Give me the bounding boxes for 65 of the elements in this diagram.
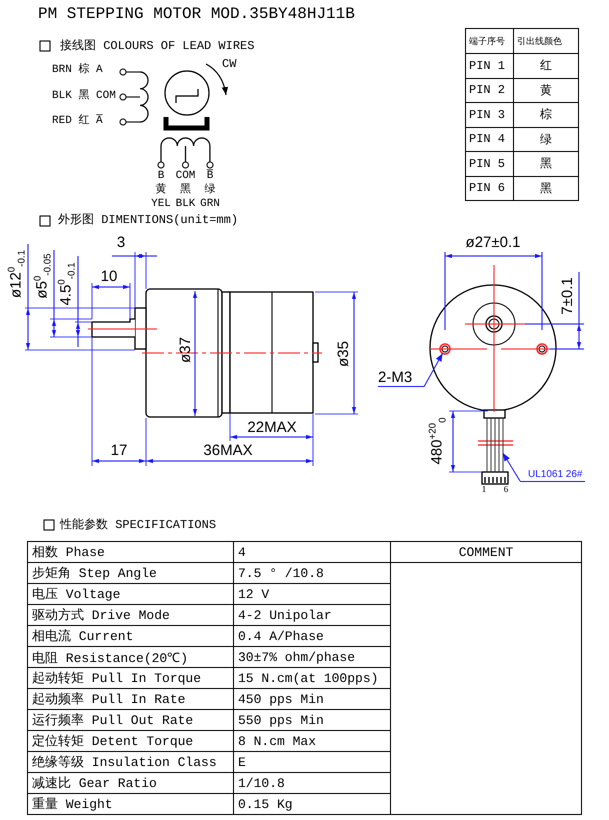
dimension-label: ø35 (336, 341, 352, 367)
leader-line (424, 352, 444, 388)
table-cell: PIN 3 (466, 102, 514, 127)
dimension-label: ø37 (178, 337, 194, 363)
table-cell: 起动频率 Pull In Rate (28, 688, 234, 710)
section-heading: 外形图 DIMENTIONS(unit=mm) (58, 214, 238, 228)
table-cell: 驱动方式 Drive Mode (28, 604, 234, 626)
table-cell: 黑 (514, 152, 578, 176)
table-cell: 相数 Phase (28, 542, 234, 562)
table-header: 端子序号 (466, 28, 514, 54)
section-heading: 接线图 COLOURS OF LEAD WIRES (60, 40, 254, 54)
leader-line (502, 452, 520, 482)
dimension-label: 7±0.1 (560, 277, 576, 315)
table-cell: 起动转矩 Pull In Torque (28, 668, 234, 688)
dimension-label: ø27±0.1 (466, 234, 520, 252)
table-cell: 步矩角 Step Angle (28, 562, 234, 584)
wire-label: B̅ (206, 170, 214, 182)
wire-label: 黑 (180, 184, 191, 196)
table-cell: PIN 4 (466, 127, 514, 152)
wire-label: BLK 黑 COM (52, 90, 116, 102)
table-cell: 相电流 Current (28, 626, 234, 646)
table-cell: PIN 1 (466, 54, 514, 78)
table-cell: PIN 2 (466, 78, 514, 102)
callout-label: 2-M3 (378, 369, 424, 388)
table-cell: 重量 Weight (28, 794, 234, 814)
dimension-label: 10 (100, 268, 118, 286)
table-header: COMMENT (390, 542, 582, 562)
table-cell: PIN 6 (466, 176, 514, 200)
dimension-label: 17 (110, 442, 128, 460)
table-cell: 运行频率 Pull Out Rate (28, 710, 234, 730)
wire-label: GRN (200, 198, 220, 210)
table-cell: 黑 (514, 176, 578, 200)
dimension-label: 22MAX (247, 420, 297, 436)
wire-label: RED 红 A̅ (52, 115, 103, 128)
wire-label: BLK (176, 198, 196, 210)
dimension-label: 36MAX (203, 442, 253, 460)
wire-label: YEL (151, 198, 171, 210)
pin-number: 1 (482, 485, 486, 495)
wire-label: 绿 (204, 184, 216, 196)
wire-label: COM (176, 170, 196, 182)
wire-label: BRN 棕 A (52, 64, 103, 76)
table-header: 引出线颜色 (514, 28, 578, 54)
table-cell: PIN 5 (466, 152, 514, 176)
table-cell: 4 (234, 542, 390, 562)
lead-wires (486, 418, 504, 472)
mounting-hole (439, 343, 451, 355)
title: PM STEPPING MOTOR MOD.35BY48HJ11B (38, 6, 355, 24)
pin-number: 6 (504, 485, 508, 495)
rotation-label: CW (222, 58, 236, 72)
table-cell: 电压 Voltage (28, 584, 234, 604)
table-cell: 黄 (514, 78, 578, 102)
table-cell: 绿 (514, 127, 578, 152)
table-cell: 定位转矩 Detent Torque (28, 730, 234, 752)
table-cell: 减速比 Gear Ratio (28, 772, 234, 794)
table-cell: 7.5 ° /10.8 (234, 562, 390, 584)
wire-label: 黄 (156, 184, 166, 196)
dimension-label: 3 (116, 234, 126, 252)
table-cell: 电阻 Resistance(20℃) (28, 646, 234, 668)
callout-label: UL1061 26# (520, 469, 585, 482)
wire-label: B (158, 170, 164, 182)
mounting-hole (536, 343, 548, 355)
table-cell: 棕 (514, 102, 578, 127)
section-heading: 性能参数 SPECIFICATIONS (60, 519, 216, 532)
table-cell: 红 (514, 54, 578, 78)
table-cell: 绝缘等级 Insulation Class (28, 752, 234, 772)
